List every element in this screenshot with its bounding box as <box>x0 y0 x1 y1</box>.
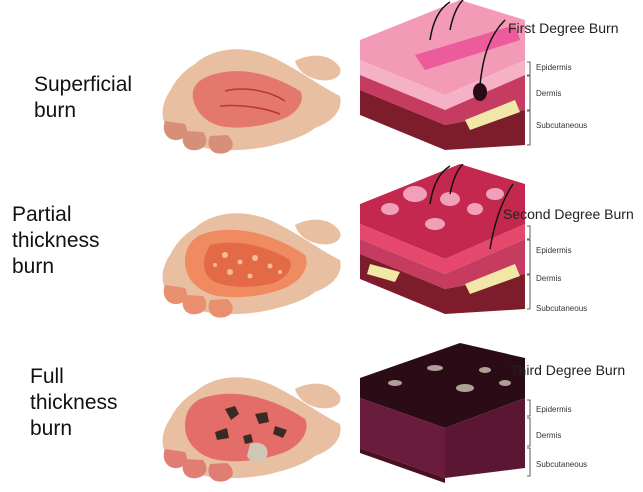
diagram-title: Third Degree Burn <box>510 362 625 378</box>
layer-label-dermis: Dermis <box>536 89 561 98</box>
diagram-title: Second Degree Burn <box>503 206 634 222</box>
layer-label-epidermis: Epidermis <box>536 405 572 414</box>
row-label-line: thickness <box>12 228 100 254</box>
row-label-line: burn <box>34 98 132 124</box>
layer-label-dermis: Dermis <box>536 431 561 440</box>
row-label-line: burn <box>12 254 100 280</box>
layer-label-subcutaneous: Subcutaneous <box>536 460 587 469</box>
second-degree-skin-diagram <box>355 164 643 328</box>
layer-label-dermis: Dermis <box>536 274 561 283</box>
row-label-line: thickness <box>30 390 118 416</box>
layer-label-epidermis: Epidermis <box>536 63 572 72</box>
row-label: Partial thickness burn <box>12 202 100 280</box>
layer-label-epidermis: Epidermis <box>536 246 572 255</box>
row-label-line: Full <box>30 364 118 390</box>
row-label-line: burn <box>30 416 118 442</box>
superficial-burn-hand-image <box>155 36 345 156</box>
third-degree-skin-diagram <box>355 328 643 492</box>
layer-label-subcutaneous: Subcutaneous <box>536 121 587 130</box>
burn-row-full-thickness: Full thickness burn <box>0 328 643 492</box>
burn-row-superficial: Superficial burn First Degree Burn <box>0 0 643 164</box>
row-label: Full thickness burn <box>30 364 118 442</box>
diagram-title: First Degree Burn <box>508 20 618 36</box>
row-label: Superficial burn <box>34 72 132 124</box>
partial-thickness-burn-hand-image <box>155 200 345 320</box>
layer-label-subcutaneous: Subcutaneous <box>536 304 587 313</box>
row-label-line: Partial <box>12 202 100 228</box>
burn-row-partial-thickness: Partial thickness burn <box>0 164 643 328</box>
full-thickness-burn-hand-image <box>155 364 345 484</box>
row-label-line: Superficial <box>34 72 132 98</box>
